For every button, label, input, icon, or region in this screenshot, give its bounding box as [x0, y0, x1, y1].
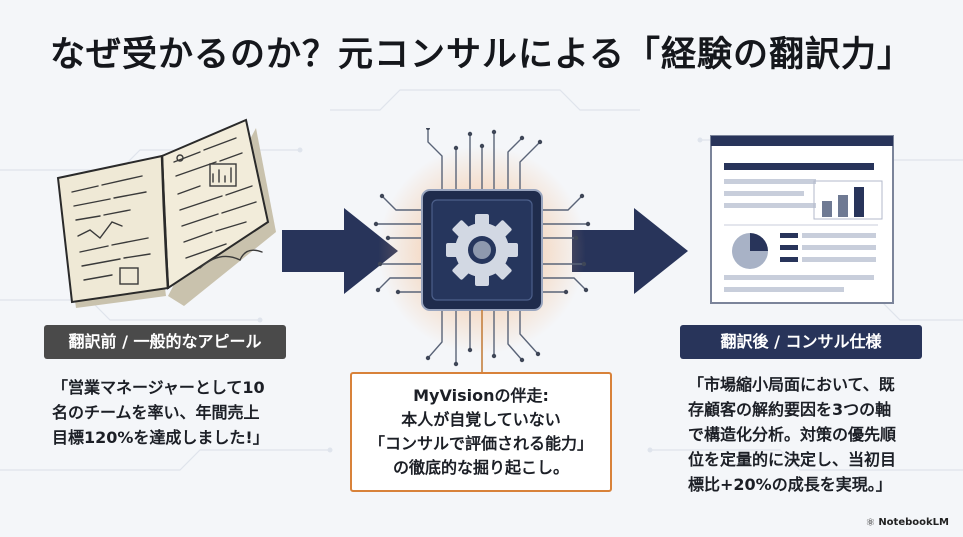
page-title: なぜ受かるのか？元コンサルによる「経験の翻訳力」 — [50, 35, 913, 75]
support-line: 「コンサルで評価される能力」 — [368, 434, 593, 453]
myvision-support-box: MyVisionの伴走: 本人が自覚していない 「コンサルで評価される能力」 の… — [350, 372, 612, 492]
brand-name: NotebookLM — [878, 517, 949, 528]
quote-line: 名のチームを率い、年間売上 — [52, 403, 260, 422]
quote-line: 位を定量的に決定し、当初目 — [688, 450, 897, 469]
support-line: MyVisionの伴走: — [413, 386, 549, 405]
quote-line: 「市場縮小局面において、既 — [688, 375, 895, 394]
support-line: 本人が自覚していない — [401, 410, 561, 429]
before-quote: 「営業マネージャーとして10 名のチームを率い、年間売上 目標120%を達成しま… — [52, 375, 302, 450]
quote-line: 「営業マネージャーとして10 — [52, 378, 265, 397]
support-line: の徹底的な掘り起こし。 — [392, 458, 569, 477]
processor-chip-illustration — [373, 128, 591, 374]
quote-line: 存顧客の解約要因を3つの軸 — [688, 400, 892, 419]
notebook-icon: ⚛ — [865, 516, 876, 529]
arrow-right-icon — [282, 208, 398, 294]
report-document-illustration — [710, 135, 894, 304]
notebook-illustration — [56, 118, 276, 308]
quote-line: で構造化分析。対策の優先順 — [688, 425, 897, 444]
after-quote: 「市場縮小局面において、既 存顧客の解約要因を3つの軸 で構造化分析。対策の優先… — [688, 372, 936, 497]
notebooklm-brand: ⚛ NotebookLM — [865, 516, 949, 529]
after-label: 翻訳後 / コンサル仕様 — [680, 325, 922, 359]
quote-line: 標比+20%の成長を実現。」 — [688, 475, 892, 494]
quote-line: 目標120%を達成しました!」 — [52, 428, 269, 447]
arrow-right-icon — [572, 208, 688, 294]
before-label: 翻訳前 / 一般的なアピール — [44, 325, 286, 359]
